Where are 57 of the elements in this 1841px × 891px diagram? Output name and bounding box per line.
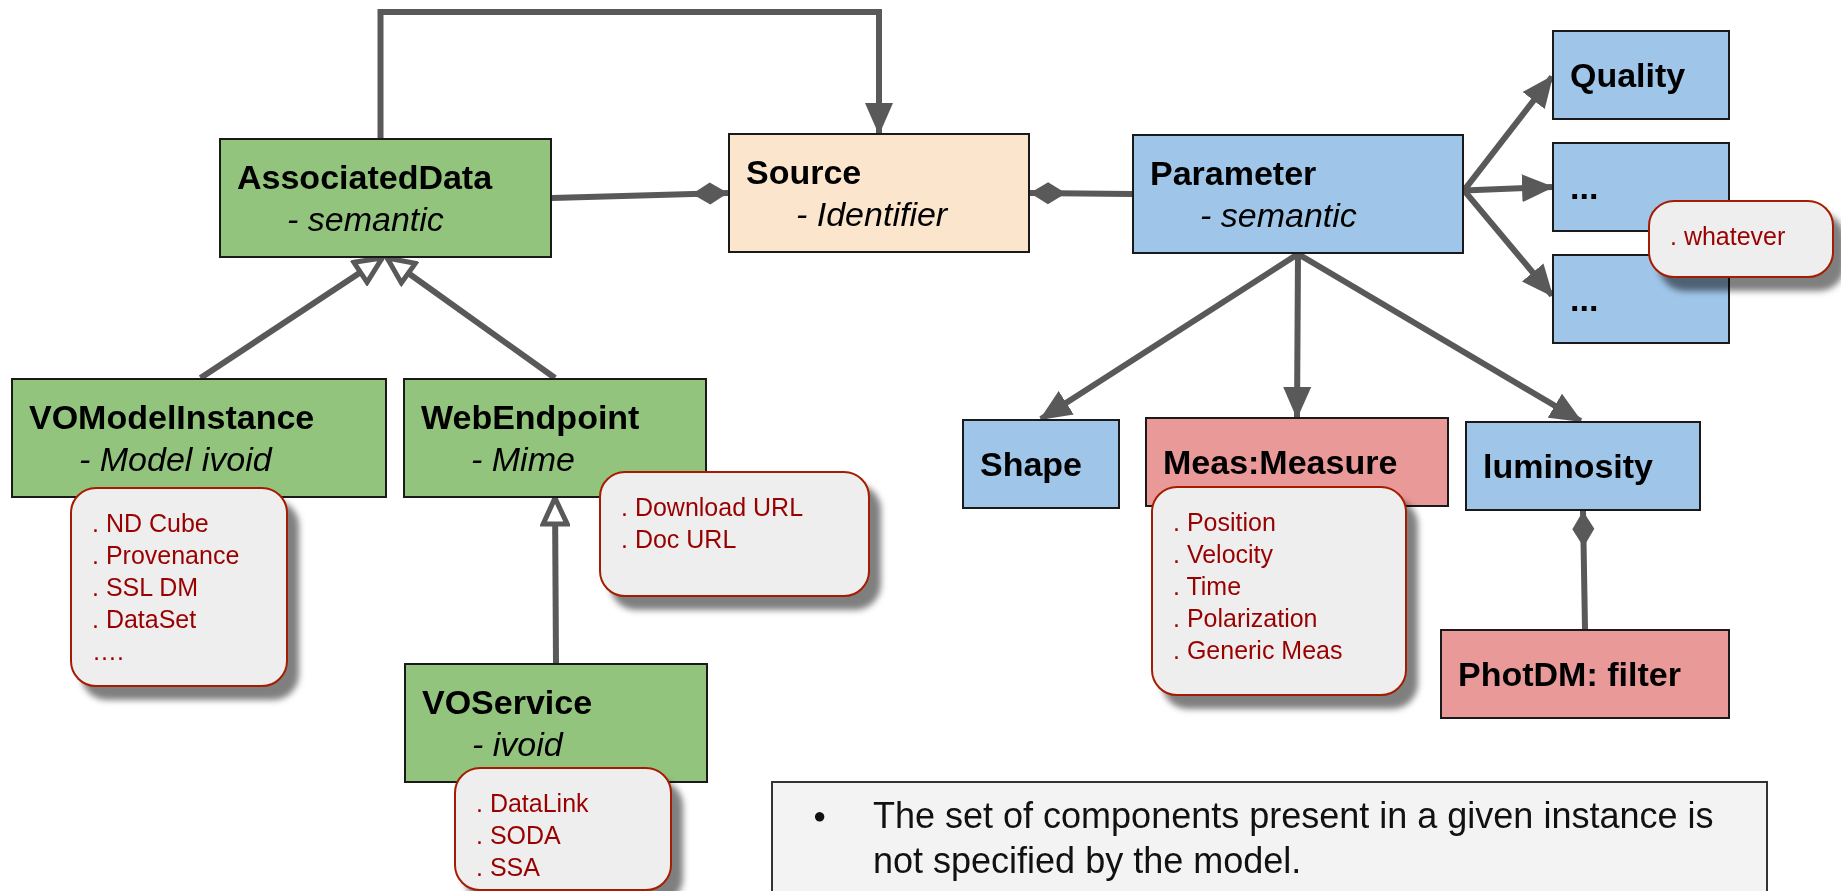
note-item: . SSL DM (92, 572, 199, 603)
note-tooltip (70, 487, 288, 687)
note-item: . Doc URL (621, 524, 737, 555)
class-box (1552, 30, 1730, 120)
class-box (219, 138, 552, 258)
note-item: . Polarization (1173, 603, 1318, 634)
class-name: ... (1570, 279, 1599, 320)
note-item: . SODA (476, 820, 561, 851)
attribute-text: - Model ivoid (79, 439, 272, 480)
note-box (771, 781, 1768, 891)
note-item: . Provenance (92, 540, 240, 571)
note-tooltip (454, 767, 672, 891)
class-name: Shape (980, 444, 1083, 485)
arrow (377, 9, 893, 138)
note-item: . SSA (476, 852, 540, 883)
attribute-text: - Mime (471, 439, 575, 480)
note-item: . Velocity (1173, 539, 1274, 570)
class-box (1465, 421, 1701, 511)
class-box (404, 663, 708, 783)
note-item: . Time (1173, 571, 1242, 602)
class-box (403, 378, 707, 498)
class-name: Meas:Measure (1163, 442, 1398, 483)
composition-connector (1572, 510, 1595, 630)
note-item: . Download URL (621, 492, 804, 523)
attribute-text: - Identifier (796, 194, 948, 235)
class-box (728, 133, 1030, 253)
class-name: PhotDM: filter (1458, 654, 1681, 695)
note-text: The set of components present in a given instance is not specified by the model. (873, 794, 1715, 883)
class-name: WebEndpoint (421, 397, 640, 438)
note-item: . Position (1173, 507, 1276, 538)
note-item: . Generic Meas (1173, 635, 1343, 666)
note-item: . DataLink (476, 788, 589, 819)
note-item: . ND Cube (92, 508, 209, 539)
class-name: luminosity (1483, 446, 1654, 487)
note-tooltip (1151, 486, 1407, 696)
note-tooltip (599, 471, 870, 597)
note-tooltip (1648, 200, 1834, 278)
attribute-text: - semantic (1200, 195, 1357, 236)
class-box (1440, 629, 1730, 719)
composition-connector (551, 182, 729, 205)
note-item: . DataSet (92, 604, 197, 635)
attribute-text: - ivoid (472, 724, 563, 765)
note-item: . whatever (1670, 221, 1786, 252)
class-box (962, 419, 1120, 509)
note-item: …. (92, 636, 124, 667)
class-name: VOModelInstance (29, 397, 315, 438)
class-name: Quality (1570, 55, 1686, 96)
class-name: VOService (422, 682, 593, 723)
class-name: AssociatedData (237, 157, 493, 198)
attribute-text: - semantic (287, 199, 444, 240)
class-box (11, 378, 387, 498)
bullet-mark: ● (813, 802, 828, 830)
class-name: ... (1570, 167, 1599, 208)
composition-connector (1029, 182, 1133, 205)
class-name: Source (746, 152, 862, 193)
class-name: Parameter (1150, 153, 1317, 194)
class-box (1132, 134, 1464, 254)
